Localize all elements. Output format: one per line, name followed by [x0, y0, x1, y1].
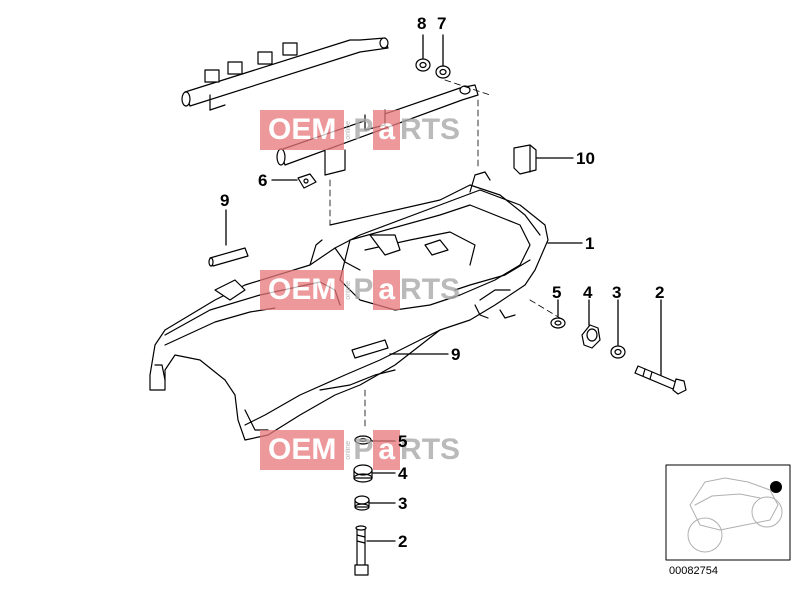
upper-bracket	[181, 37, 389, 111]
callout-3-right: 3	[612, 283, 622, 302]
nut-part-8	[415, 58, 431, 72]
washer-part-7	[435, 65, 451, 79]
grommet-bottom	[353, 464, 373, 483]
bolt-right	[634, 365, 687, 395]
callout-5-right: 5	[552, 283, 562, 302]
callout-6: 6	[258, 171, 268, 190]
callout-4-bottom: 4	[398, 464, 408, 483]
callout-4-right: 4	[583, 283, 593, 302]
bolt-bottom	[354, 525, 369, 576]
watermark-middle: OEM online P a RTS	[260, 270, 460, 310]
washer-right	[550, 317, 566, 329]
rubber-buffer	[513, 144, 537, 175]
callout-9-bottom: 9	[451, 345, 461, 364]
callout-9-top: 9	[220, 191, 230, 210]
sleeve-bottom	[354, 495, 370, 511]
callout-5-bottom: 5	[398, 432, 408, 451]
rubber-strip-top	[208, 247, 249, 267]
diagram-id-label: 00082754	[669, 565, 718, 577]
sleeve-right	[610, 345, 626, 359]
alignment-lines	[329, 79, 561, 431]
watermark-top: OEM online P a RTS	[260, 110, 460, 150]
callout-2-bottom: 2	[398, 532, 408, 551]
thumbnail-inset	[665, 464, 791, 561]
rubber-strip-bottom	[351, 339, 389, 359]
washer-bottom	[354, 435, 372, 445]
callout-2-right: 2	[655, 283, 665, 302]
clip-nut	[297, 173, 317, 189]
watermark-bottom: OEM online P a RTS	[260, 430, 460, 470]
callout-10: 10	[576, 149, 595, 168]
callout-7: 7	[437, 14, 447, 33]
callout-1: 1	[585, 234, 595, 253]
callout-8: 8	[417, 14, 427, 33]
grommet-right	[581, 324, 601, 349]
callout-3-bottom: 3	[398, 494, 408, 513]
